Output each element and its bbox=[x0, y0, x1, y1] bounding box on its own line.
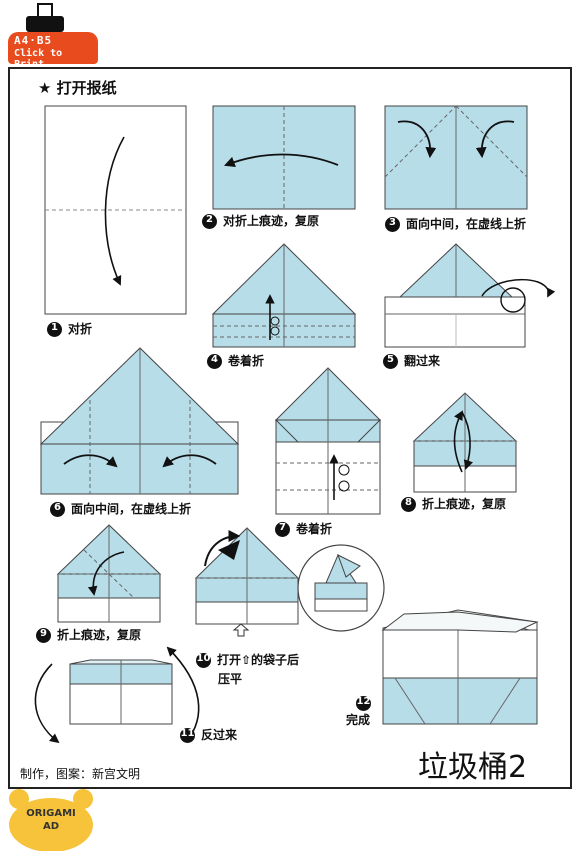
bear-logo-icon bbox=[9, 789, 93, 851]
print-tab bbox=[8, 32, 98, 64]
step12-caption: 完成 bbox=[346, 713, 371, 727]
step8-figure bbox=[412, 392, 518, 493]
page-title: 垃圾桶2 bbox=[418, 750, 528, 785]
step6-figure bbox=[39, 347, 240, 495]
printer-icon bbox=[26, 3, 64, 32]
step10-caption-line2: 压平 bbox=[218, 672, 243, 686]
heading: ★ 打开报纸 bbox=[38, 79, 117, 97]
step5-figure bbox=[384, 243, 556, 348]
step4-figure bbox=[211, 243, 357, 348]
origami-ad-logo[interactable]: ORIGAMI AD bbox=[6, 789, 96, 851]
step12-figure bbox=[381, 609, 539, 725]
step2-figure bbox=[212, 105, 356, 210]
print-size-label: A4·B5 bbox=[14, 34, 53, 47]
credits: 制作，图案：新宫文明 bbox=[20, 767, 141, 781]
logo-line2: AD bbox=[42, 821, 60, 832]
step3-figure bbox=[384, 105, 528, 210]
step12-number: 12 bbox=[356, 693, 371, 711]
step7-figure bbox=[274, 367, 382, 515]
step1-figure bbox=[44, 105, 187, 315]
logo-line1: ORIGAMI bbox=[26, 808, 76, 819]
print-button[interactable]: A4·B5 Click to Print bbox=[8, 2, 98, 70]
print-action-label: Click to Print bbox=[14, 48, 63, 70]
step11-figure bbox=[34, 646, 200, 744]
instruction-frame bbox=[8, 67, 572, 789]
step9-figure bbox=[56, 524, 162, 623]
step10-figure bbox=[194, 527, 385, 637]
